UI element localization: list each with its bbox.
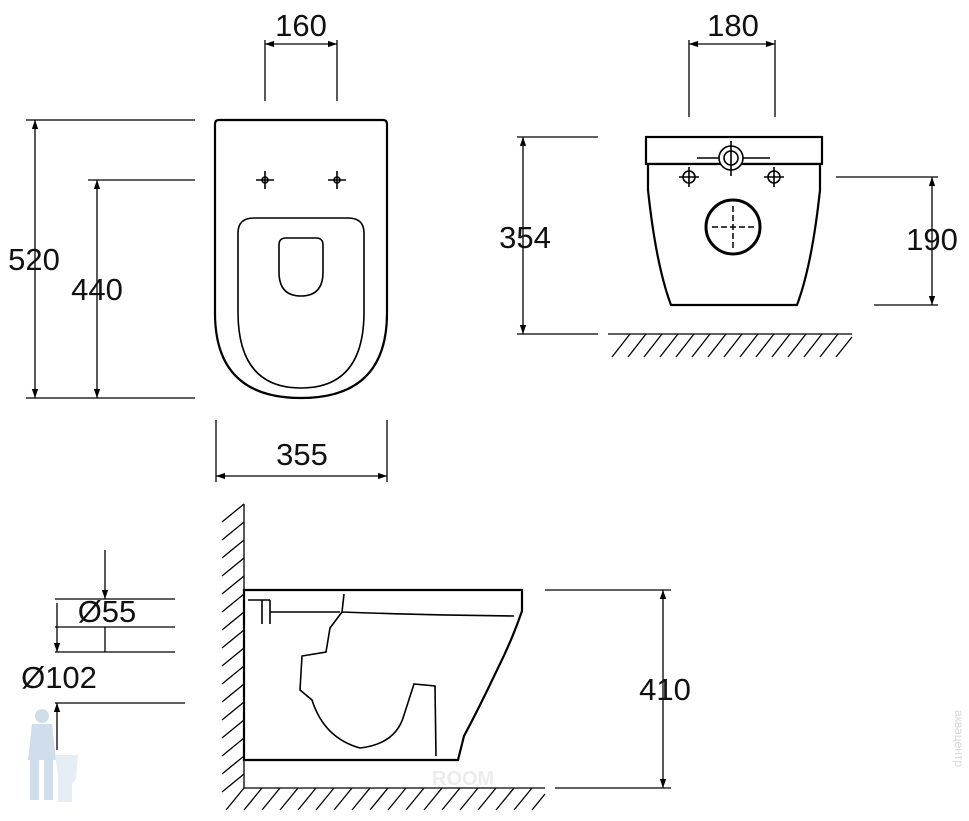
side-watermark: аквацентр <box>952 710 966 767</box>
dimension-354-label: 354 <box>499 220 551 255</box>
dimension-d102-label: Ø102 <box>21 660 97 695</box>
dimension-355: 355 <box>215 420 388 482</box>
rear-view: 180 354 190 <box>499 8 958 358</box>
dimension-520-label: 520 <box>8 242 60 277</box>
rear-view-body <box>646 162 822 307</box>
dimension-180: 180 <box>688 8 776 117</box>
side-view-bowl-profile <box>242 588 524 762</box>
dimension-d55-label: Ø55 <box>78 594 137 629</box>
dimension-160-label: 160 <box>275 8 327 43</box>
dimension-d55: Ø55 <box>78 550 137 652</box>
dimension-d102: Ø102 <box>21 603 97 750</box>
room-watermark: ROOM <box>432 768 494 790</box>
side-view-floor-hatch <box>225 787 546 811</box>
rear-view-bolt-hole-right <box>764 167 784 187</box>
dimension-440: 440 <box>71 179 195 398</box>
dimension-354: 354 <box>499 136 598 335</box>
top-view-inner-rim <box>237 217 365 389</box>
side-view-inlet-fitting <box>248 599 340 624</box>
rear-view-bolt-hole-left <box>679 167 699 187</box>
side-view-wall-hatch <box>221 503 245 793</box>
dimension-355-label: 355 <box>276 437 328 472</box>
rear-view-outlet <box>704 198 762 256</box>
plumber-logo-watermark <box>28 709 78 802</box>
dimension-410-label: 410 <box>639 672 691 707</box>
rear-view-inlet <box>697 141 770 176</box>
top-view-water-well <box>278 237 324 297</box>
dimension-410: 410 <box>639 590 691 788</box>
top-view-bowl-outline <box>213 118 389 400</box>
dimension-180-label: 180 <box>707 8 759 43</box>
dimension-440-label: 440 <box>71 272 123 307</box>
dimension-520: 520 <box>8 119 195 399</box>
dimension-190: 190 <box>836 176 958 306</box>
top-view: 160 520 440 355 <box>8 8 389 482</box>
dimension-160: 160 <box>264 8 338 101</box>
top-view-mounting-hole-right <box>328 171 346 189</box>
top-view-mounting-hole-left <box>256 171 274 189</box>
dimension-190-label: 190 <box>906 222 958 257</box>
side-view-inner-trap <box>299 593 515 757</box>
side-view: Ø55 Ø102 410 <box>21 503 691 811</box>
rear-view-floor-hatch <box>611 333 853 358</box>
